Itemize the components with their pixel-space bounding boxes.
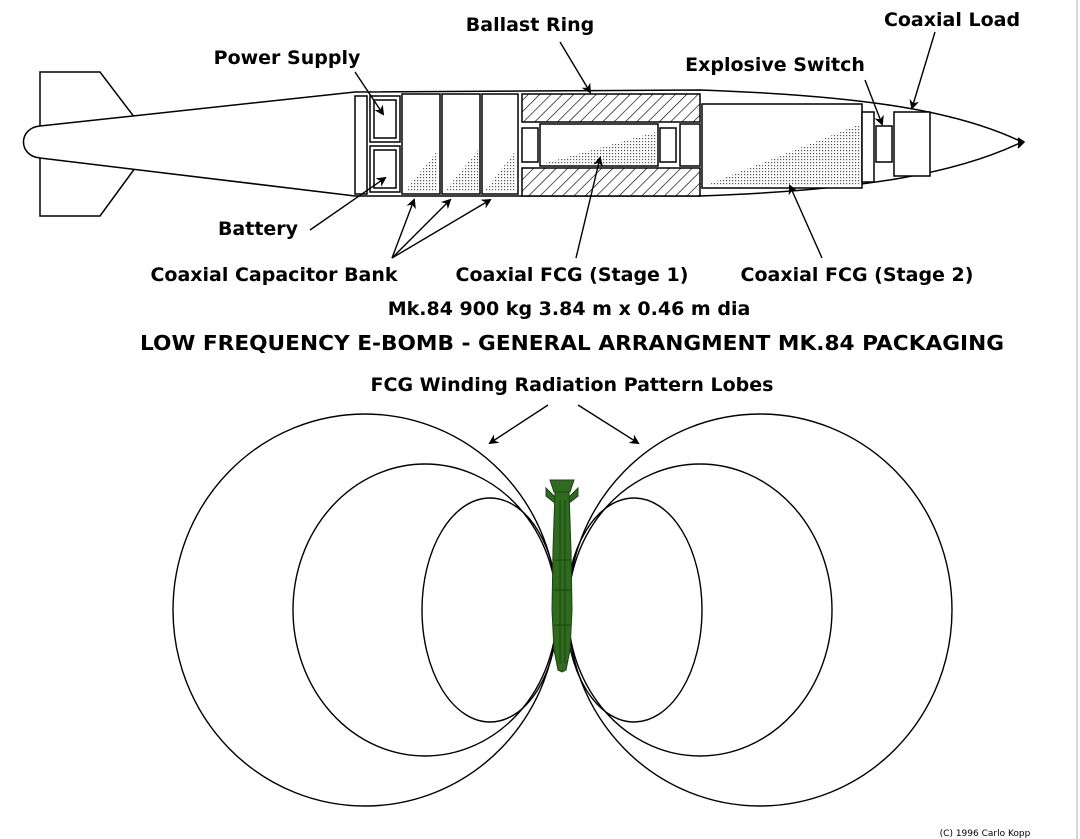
label-battery: Battery <box>218 218 299 240</box>
arrow-lobe-right <box>577 404 640 445</box>
bomb-cutaway <box>22 71 1026 217</box>
ballast-ring-upper <box>521 93 701 123</box>
arrow-capacitor-1 <box>391 198 416 259</box>
lobe-right-outer <box>567 413 953 807</box>
arrow-fcg-stage1 <box>575 156 603 259</box>
label-explosive-switch: Explosive Switch <box>685 54 865 76</box>
coaxial-load-box <box>893 111 931 177</box>
bomb-green-body <box>551 491 573 673</box>
arrow-explosive-switch <box>864 79 884 126</box>
spec-line: Mk.84 900 kg 3.84 m x 0.46 m dia <box>388 298 751 320</box>
lobe-left-inner <box>421 497 559 723</box>
arrow-fcg-stage2 <box>788 184 823 259</box>
label-fcg-stage1: Coaxial FCG (Stage 1) <box>456 264 689 286</box>
label-ballast-ring: Ballast Ring <box>466 14 594 36</box>
arrow-lobe-left <box>488 404 549 445</box>
label-power-supply: Power Supply <box>214 47 361 69</box>
tail-cap <box>22 125 41 159</box>
arrow-coaxial-load <box>909 31 936 110</box>
arrow-ballast-ring <box>559 41 592 94</box>
credit-text: (C) 1996 Carlo Kopp <box>940 829 1031 839</box>
ballast-ring-lower <box>521 167 701 197</box>
nose-tip <box>1017 137 1026 149</box>
arrow-power-supply <box>354 71 385 116</box>
main-title: LOW FREQUENCY E-BOMB - GENERAL ARRANGMEN… <box>140 331 1004 355</box>
bomb-fin-top <box>549 479 575 493</box>
arrow-battery <box>309 176 387 231</box>
bomb-vertical <box>545 479 579 673</box>
leader-arrows <box>309 31 936 445</box>
label-capacitor-bank: Coaxial Capacitor Bank <box>150 264 397 286</box>
lobe-left-outer <box>172 413 558 807</box>
arrow-capacitor-3 <box>391 198 492 259</box>
explosive-switch-box <box>875 125 893 163</box>
lobe-right-inner <box>565 497 703 723</box>
label-fcg-stage2: Coaxial FCG (Stage 2) <box>741 264 974 286</box>
aft-bulkhead <box>354 95 368 195</box>
lobe-right-middle <box>567 463 833 757</box>
arrow-capacitor-2 <box>391 198 452 259</box>
label-coaxial-load: Coaxial Load <box>884 9 1020 31</box>
lobes-label: FCG Winding Radiation Pattern Lobes <box>371 374 774 396</box>
